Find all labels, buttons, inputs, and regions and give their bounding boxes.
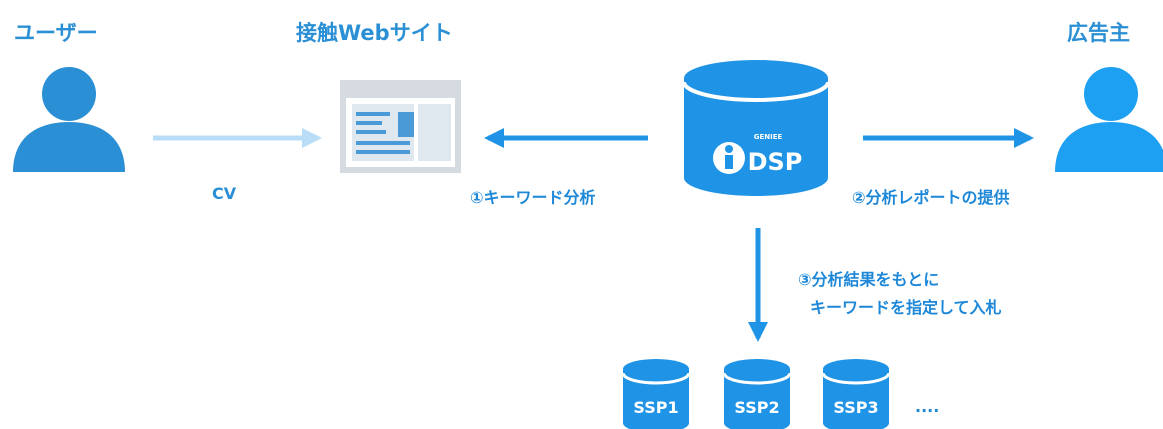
ssp1-database-icon xyxy=(621,359,691,429)
dsp-database-icon xyxy=(682,60,830,196)
ssp3-label: SSP3 xyxy=(833,398,878,417)
bid-label: ③分析結果をもとに キーワードを指定して入札 xyxy=(798,266,1002,322)
website-icon xyxy=(340,80,461,173)
dsp-name-text: DSP xyxy=(748,148,803,176)
advertiser-title: 広告主 xyxy=(1067,21,1130,45)
advertiser-icon xyxy=(1055,67,1163,172)
user-title: ユーザー xyxy=(14,21,98,45)
ssp3-database-icon xyxy=(821,359,891,429)
keyword-analysis-label: ①キーワード分析 xyxy=(470,188,596,207)
user-icon xyxy=(13,67,125,172)
website-title: 接触Webサイト xyxy=(296,21,453,45)
report-label: ②分析レポートの提供 xyxy=(852,188,1010,207)
bid-label-line1: ③分析結果をもとに xyxy=(798,270,940,289)
more-ssps-ellipsis: .... xyxy=(915,397,940,416)
ssp2-label: SSP2 xyxy=(734,398,779,417)
cv-label: CV xyxy=(212,184,237,203)
ssp1-label: SSP1 xyxy=(633,398,678,417)
ssp2-database-icon xyxy=(722,359,792,429)
bid-label-line2: キーワードを指定して入札 xyxy=(810,298,1002,317)
dsp-brand-text: GENIEE xyxy=(754,133,783,141)
